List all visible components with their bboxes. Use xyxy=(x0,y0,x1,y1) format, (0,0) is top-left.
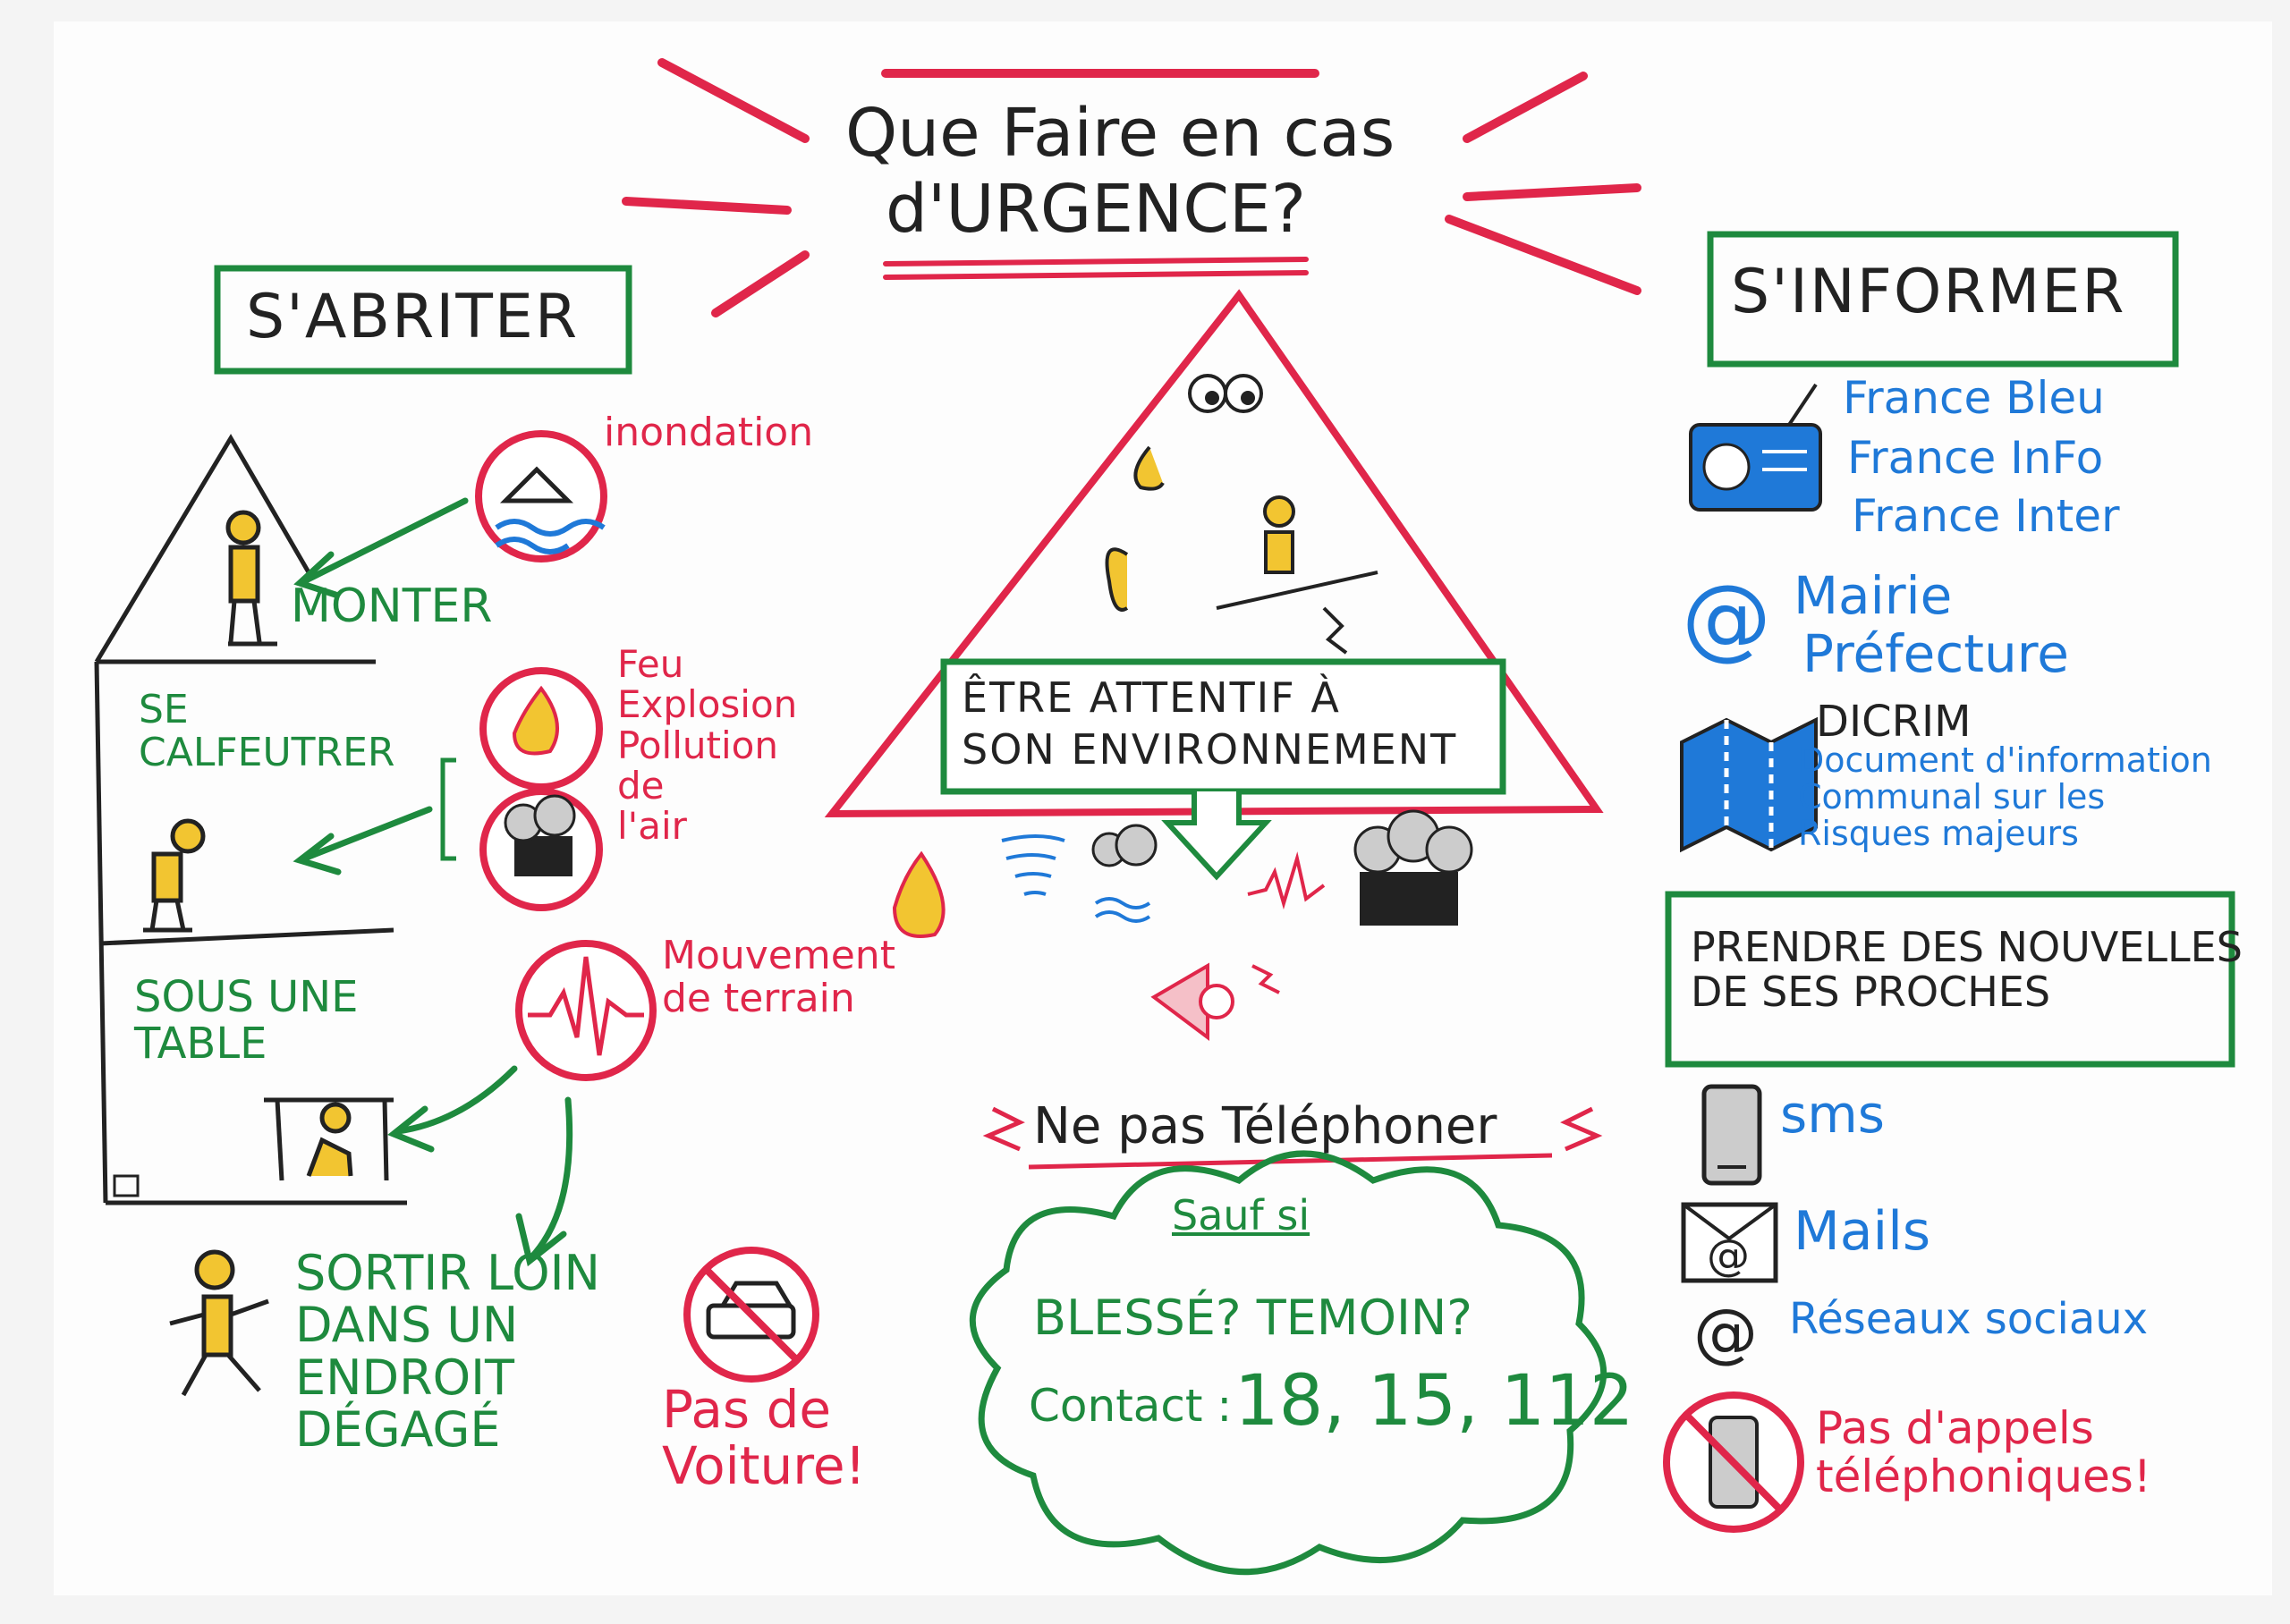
abriter-header: S'ABRITER xyxy=(246,282,580,352)
attentif-box xyxy=(940,658,1506,795)
radio-france-info: France InFo xyxy=(1847,432,2104,484)
risk-icons xyxy=(892,809,1473,1041)
no-calls-icon xyxy=(1663,1391,1804,1533)
person-table xyxy=(306,1102,353,1177)
down-arrow xyxy=(1161,791,1272,881)
quake-risk-icon xyxy=(1247,851,1326,910)
svg-text:@: @ xyxy=(1707,1231,1750,1281)
dicrim-description: Document d'information Communal sur les … xyxy=(1798,740,2212,854)
eyes-icon xyxy=(1188,374,1263,413)
nose-icon xyxy=(1133,445,1165,491)
house-drawing xyxy=(94,434,407,1205)
label-pas-appels: Pas d'appels téléphoniques! xyxy=(1816,1402,2151,1502)
factory-smoke-icon xyxy=(1353,809,1473,926)
informer-box xyxy=(1707,231,2179,368)
cloud-shape xyxy=(969,1150,1607,1576)
map-icon xyxy=(1680,716,1818,853)
radio-france-inter: France Inter xyxy=(1852,490,2120,542)
web-prefecture: Préfecture xyxy=(1802,623,2069,684)
radio-france-bleu: France Bleu xyxy=(1843,372,2105,424)
bracket xyxy=(440,757,456,861)
ne-pas-telephoner: Ne pas Téléphoner xyxy=(1033,1097,1497,1155)
no-car-icon xyxy=(683,1247,819,1383)
storm-icon xyxy=(1091,824,1158,923)
fire-icon xyxy=(479,667,603,791)
pollution-icon xyxy=(479,788,603,911)
fire-risk-icon xyxy=(892,850,946,938)
person-running xyxy=(169,1249,269,1397)
abriter-box xyxy=(214,265,632,375)
social-at-icon: @ xyxy=(1693,1295,1758,1370)
shaking-person-icon xyxy=(1216,495,1378,655)
blesse-temoin: BLESSÉ? TEMOIN? xyxy=(1033,1290,1472,1346)
channel-social: Réseaux sociaux xyxy=(1789,1294,2149,1344)
tornado-icon xyxy=(1001,834,1065,896)
channel-sms: sms xyxy=(1780,1084,1885,1145)
news-box xyxy=(1665,891,2235,1068)
label-mouvement-terrain: Mouvement de terrain xyxy=(662,933,895,1021)
label-inondation: inondation xyxy=(604,410,814,455)
action-calfeutrer: SE CALFEUTRER xyxy=(139,687,395,775)
flood-icon xyxy=(475,430,607,562)
web-mairie: Mairie xyxy=(1794,565,1953,626)
dicrim-title: DICRIM xyxy=(1816,697,1972,747)
siren-icon xyxy=(1150,962,1280,1041)
radio-icon xyxy=(1689,383,1822,512)
label-pas-de-voiture: Pas de Voiture! xyxy=(662,1379,866,1496)
news-box-label: PRENDRE DES NOUVELLES DE SES PROCHES xyxy=(1691,923,2243,1016)
channel-mails: Mails xyxy=(1794,1200,1931,1263)
attentif-label: ÊTRE ATTENTIF À SON ENVIRONNEMENT xyxy=(962,673,1458,774)
seismic-icon xyxy=(515,940,657,1081)
mail-icon: @ xyxy=(1681,1202,1778,1283)
no-phone-decor xyxy=(982,1106,1603,1170)
left-arrows xyxy=(293,497,573,1267)
title-rays xyxy=(622,58,1641,317)
action-monter: MONTER xyxy=(291,579,493,633)
action-sous-table: SOUS UNE TABLE xyxy=(134,972,359,1069)
title-line-1: Que Faire en cas xyxy=(845,95,1395,172)
at-sign-icon: @ xyxy=(1682,565,1771,670)
title-line-2: d'URGENCE? xyxy=(886,171,1307,248)
phone-icon xyxy=(1701,1084,1762,1186)
informer-header: S'INFORMER xyxy=(1731,257,2126,327)
contact-label: Contact : xyxy=(1029,1380,1233,1432)
sauf-si: Sauf si xyxy=(1172,1191,1310,1239)
ear-icon xyxy=(1105,547,1129,612)
label-fire-explosion: Feu Explosion Pollution de l'air xyxy=(617,642,798,849)
person-sealed xyxy=(149,818,206,931)
person-attic xyxy=(225,510,262,643)
contact-numbers: 18, 15, 112 xyxy=(1234,1361,1634,1442)
action-sortir: SORTIR LOIN DANS UN ENDROIT DÉGAGÉ xyxy=(295,1245,600,1458)
